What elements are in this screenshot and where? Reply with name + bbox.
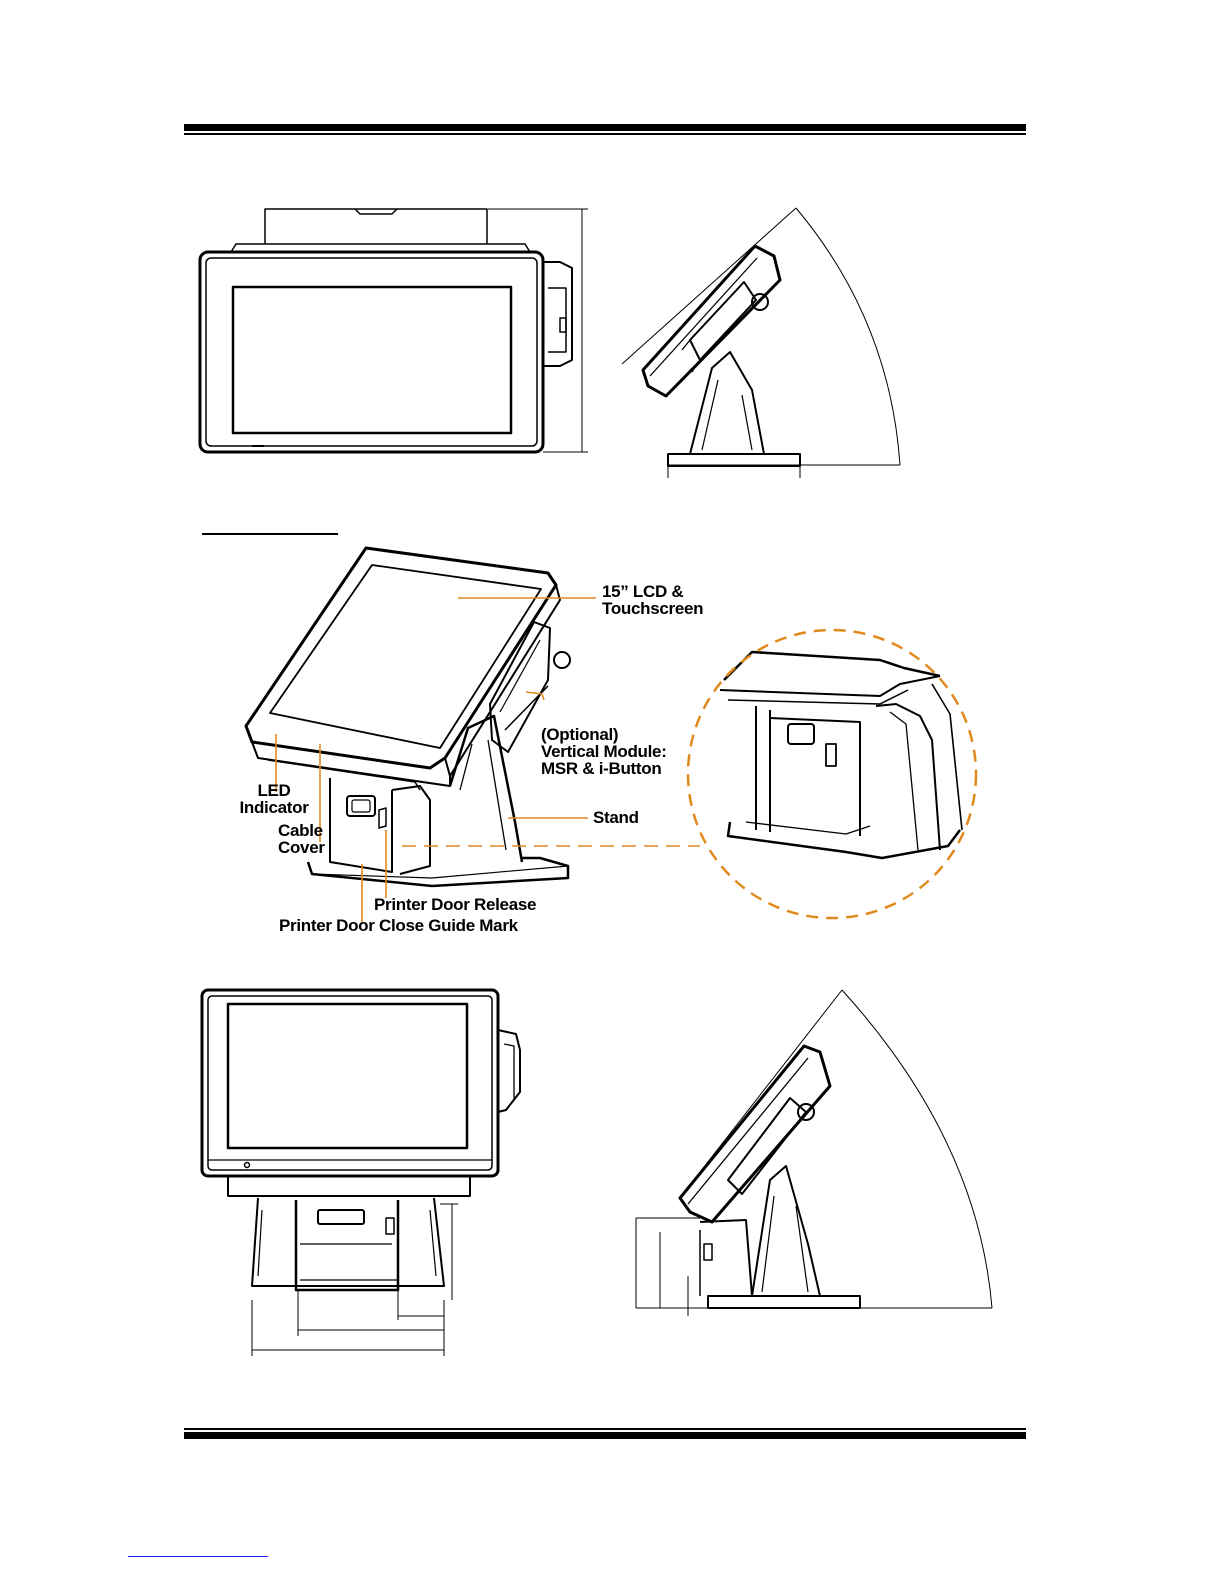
front-view-drawing — [200, 209, 588, 452]
lcd-label: 15” LCD & Touchscreen — [602, 583, 703, 617]
led-indicator-label: LED Indicator — [236, 782, 312, 816]
side-tilt-view-with-printer-drawing — [636, 990, 992, 1316]
stand-label: Stand — [593, 809, 639, 826]
vertical-module-label: (Optional) Vertical Module: MSR & i-Butt… — [541, 726, 667, 777]
front-view-with-printer-drawing — [202, 990, 520, 1356]
cable-cover-label: Cable Cover — [278, 822, 325, 856]
printer-closeup-drawing — [720, 652, 962, 858]
side-tilt-view-drawing — [622, 208, 900, 478]
printer-door-release-label: Printer Door Release — [374, 896, 536, 913]
printer-door-close-guide-label: Printer Door Close Guide Mark — [279, 917, 518, 934]
